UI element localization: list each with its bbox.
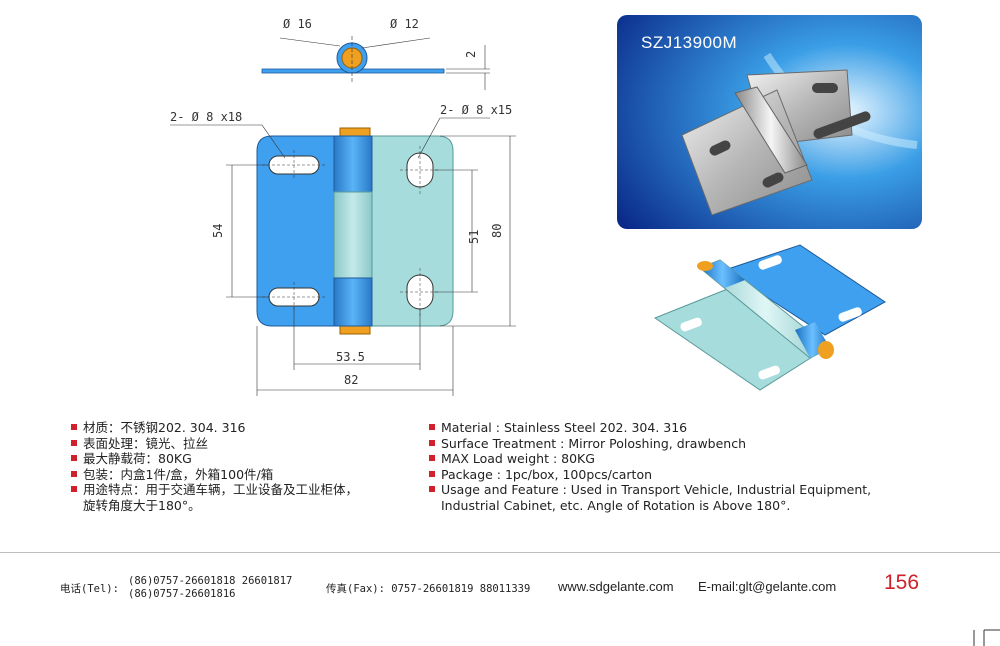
footer-tel-line1: (86)0757-26601818 26601817 <box>128 575 293 587</box>
footer-tel-label: 电话(Tel): <box>60 583 119 595</box>
dim-top-thickness: 2 <box>464 51 478 58</box>
spec-cn-load: 最大静载荷：80KG <box>70 451 358 467</box>
product-photo: SZJ13900M <box>617 15 922 229</box>
spec-cn-package: 包装：内盒1件/盒，外箱100件/箱 <box>70 467 358 483</box>
model-number: SZJ13900M <box>641 33 738 52</box>
spec-en-package: Package : 1pc/box, 100pcs/carton <box>428 467 871 483</box>
spec-en-usage: Usage and Feature : Used in Transport Ve… <box>428 482 871 498</box>
hinge-3d-render <box>653 244 886 391</box>
spec-en-load: MAX Load weight : 80KG <box>428 451 871 467</box>
spec-cn-material: 材质：不锈钢202. 304. 316 <box>70 420 358 436</box>
dim-53-5: 53.5 <box>336 350 365 364</box>
dim-80: 80 <box>490 224 504 238</box>
dim-slot-right: 2- Ø 8 x15 <box>440 103 512 117</box>
page-number: 156 <box>884 571 920 594</box>
dim-slot-left: 2- Ø 8 x18 <box>170 110 242 124</box>
front-view: 2- Ø 8 x18 2- Ø 8 x15 54 51 80 53.5 82 <box>170 103 516 396</box>
footer-email[interactable]: E-mail:glt@gelante.com <box>698 579 837 594</box>
spec-cn-usage: 用途特点：用于交通车辆，工业设备及工业柜体， <box>70 482 358 498</box>
spec-en-material: Material : Stainless Steel 202. 304. 316 <box>428 420 871 436</box>
dim-54: 54 <box>211 224 225 238</box>
crop-marks <box>973 629 1000 646</box>
spec-list-en: Material : Stainless Steel 202. 304. 316… <box>428 420 871 513</box>
dim-top-dia-right: Ø 12 <box>390 17 419 31</box>
spec-cn-usage-cont: 旋转角度大于180°。 <box>83 497 201 513</box>
footer-divider <box>0 552 1000 553</box>
footer-tel-line2: (86)0757-26601816 <box>128 588 236 600</box>
spec-list-cn: 材质：不锈钢202. 304. 316 表面处理：镜光、拉丝 最大静载荷：80K… <box>70 420 358 513</box>
technical-drawing: Ø 16 Ø 12 2 <box>170 17 516 396</box>
spec-cn-surface: 表面处理：镜光、拉丝 <box>70 436 358 452</box>
hinge-photo-image <box>617 15 922 229</box>
dim-82: 82 <box>344 373 358 387</box>
spec-en-surface: Surface Treatment : Mirror Poloshing, dr… <box>428 436 871 452</box>
dim-51: 51 <box>467 230 481 244</box>
spec-en-usage-cont: Industrial Cabinet, etc. Angle of Rotati… <box>441 497 791 513</box>
footer-website[interactable]: www.sdgelante.com <box>558 579 674 594</box>
top-view: Ø 16 Ø 12 2 <box>261 17 490 90</box>
dim-top-dia-left: Ø 16 <box>283 17 312 31</box>
footer-fax: 传真(Fax): 0757-26601819 88011339 <box>326 583 531 595</box>
